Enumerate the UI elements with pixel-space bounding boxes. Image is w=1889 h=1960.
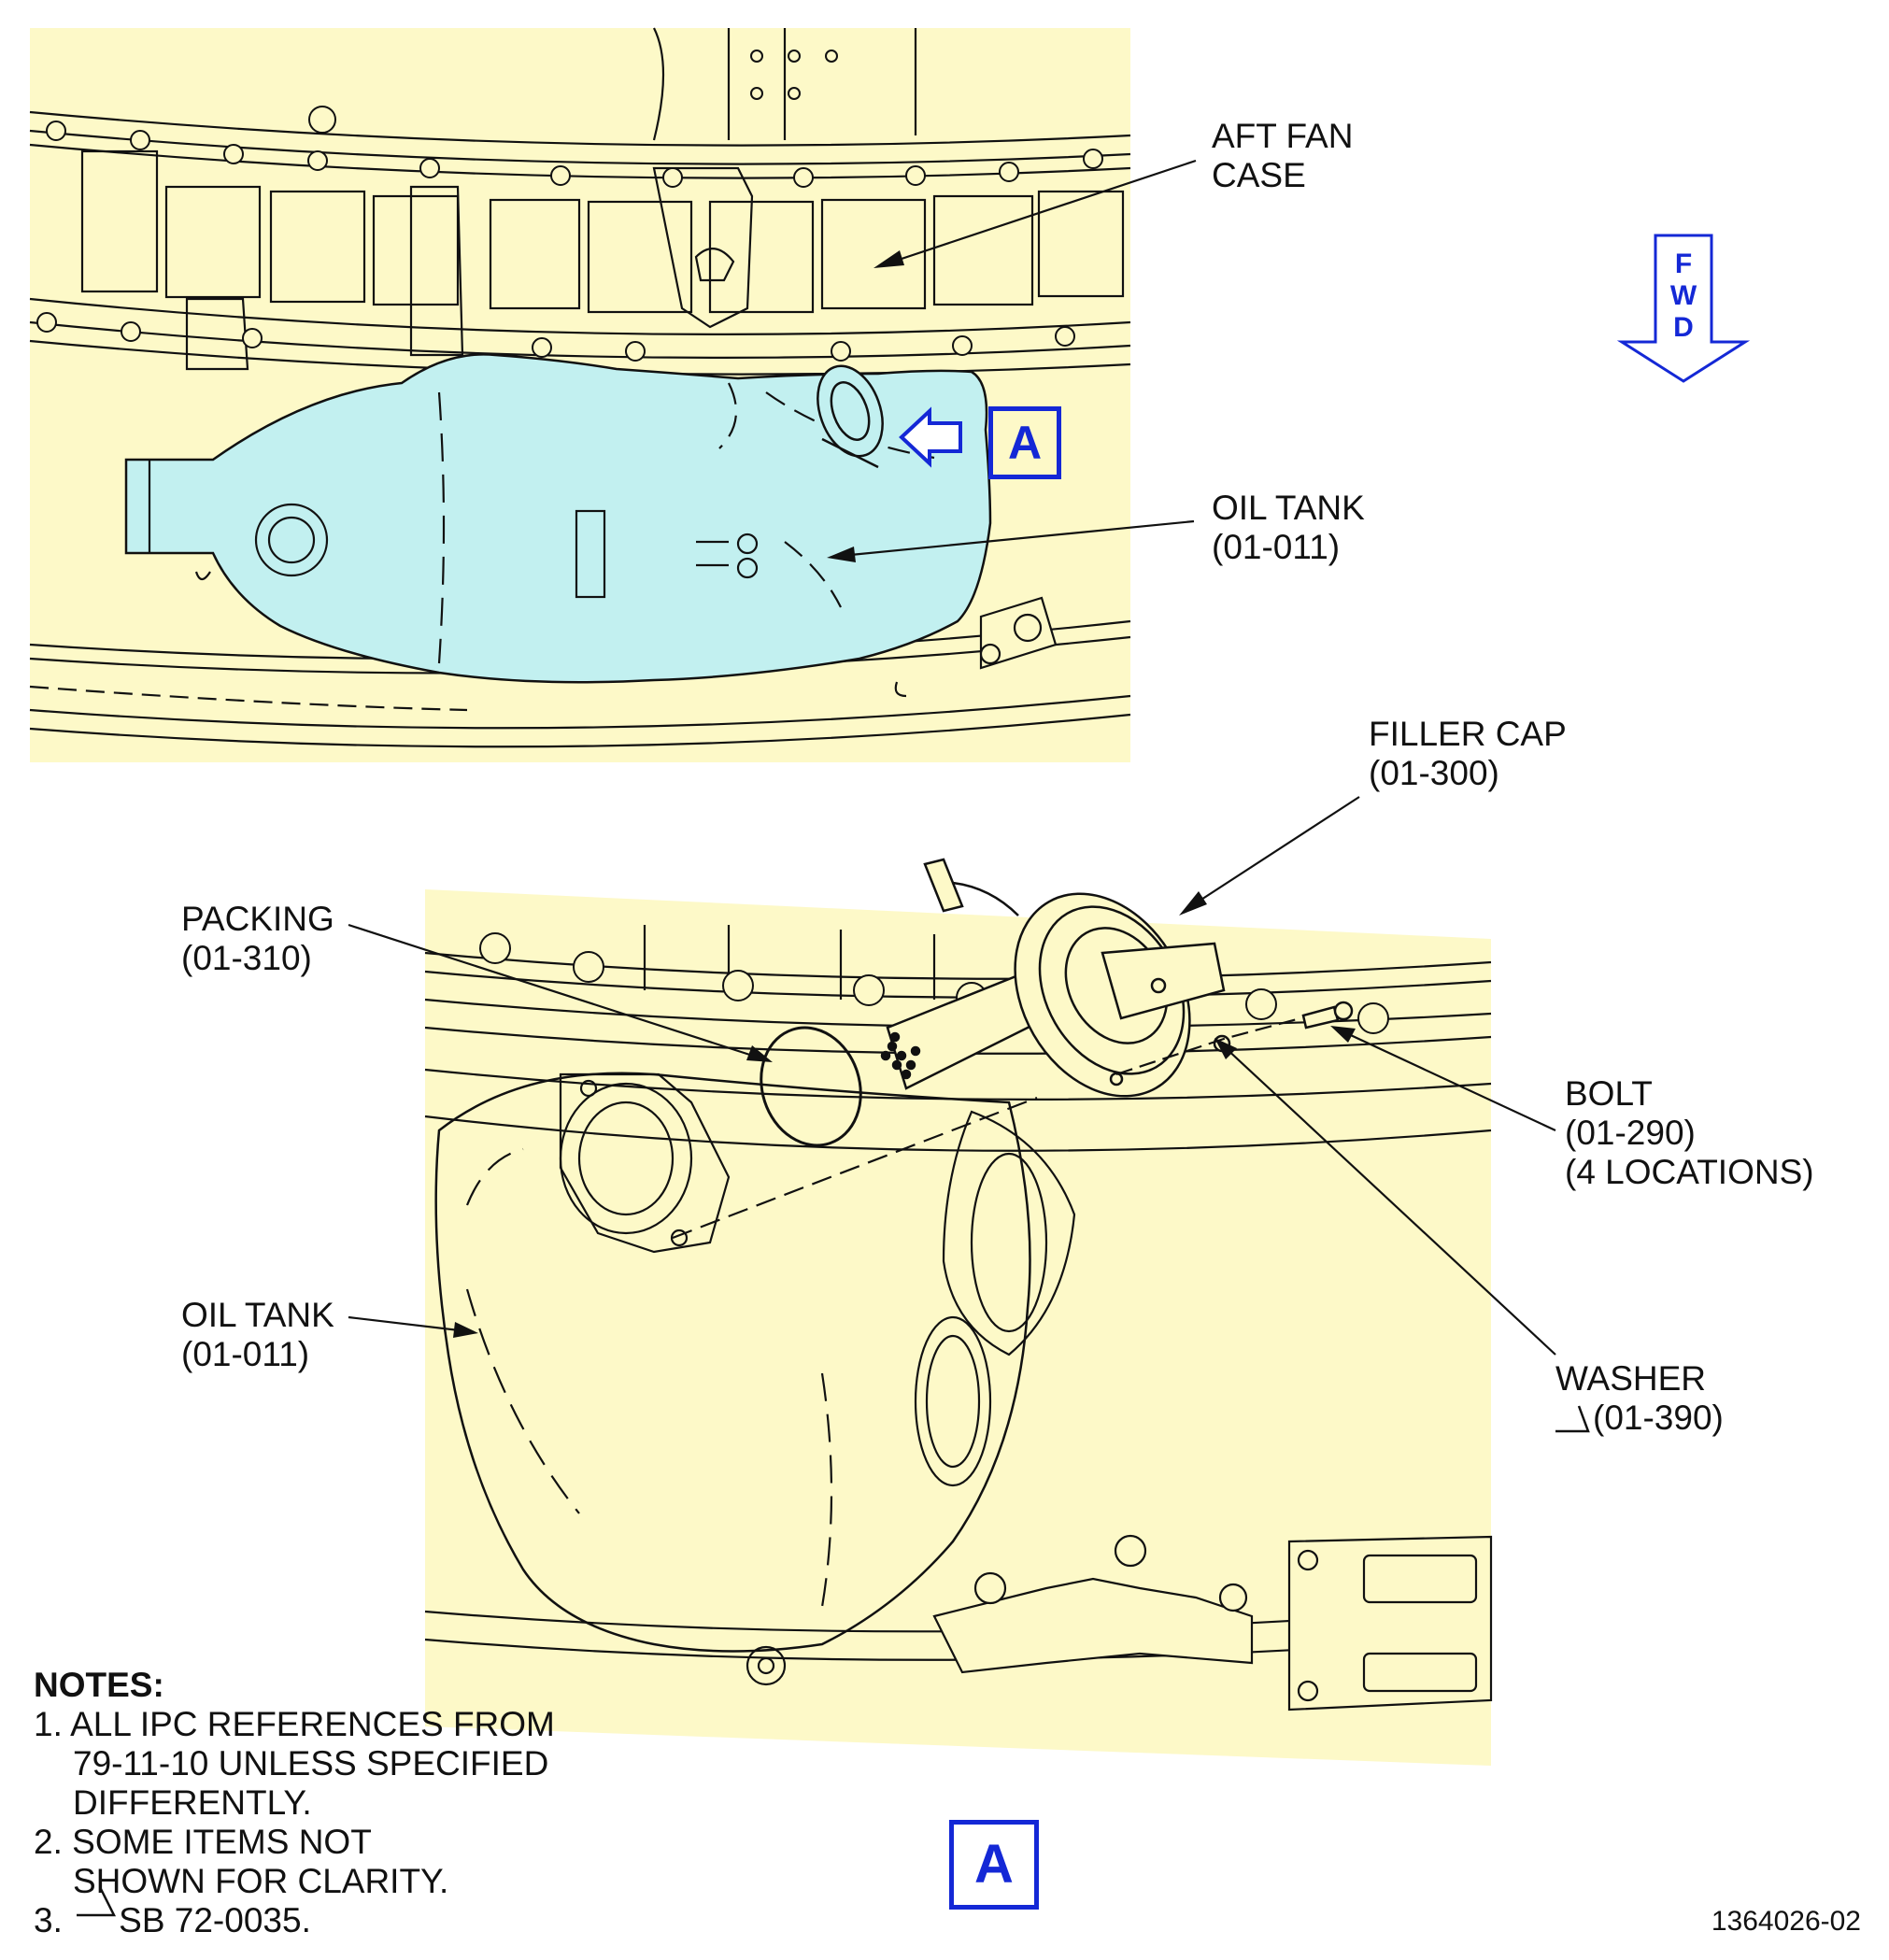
effectivity-delta-markers <box>77 1405 1590 1917</box>
leader-washer <box>1223 1045 1556 1356</box>
filler-cap-screen <box>880 1031 921 1080</box>
label-washer: WASHER(01-390) <box>1555 1359 1724 1437</box>
centerline-filler <box>672 1096 1038 1240</box>
note-3: 3. SB 72-0035. <box>34 1901 311 1939</box>
packing-o-ring <box>760 1026 862 1147</box>
oil-tank-top-highlight <box>124 353 992 684</box>
notes-heading: NOTES: <box>34 1666 164 1704</box>
leader-lines <box>348 159 1556 1356</box>
label-packing: PACKING(01-310) <box>181 900 334 977</box>
top-view <box>29 27 1131 762</box>
label-bolt: BOLT(01-290)(4 LOCATIONS) <box>1565 1074 1814 1191</box>
leader-bolt <box>1340 1030 1556 1131</box>
washer-delta-icon <box>1555 1405 1590 1433</box>
fwd-arrow <box>1616 234 1751 383</box>
oil-tank-detail-features <box>465 1072 1076 1686</box>
aft-fan-case-structure <box>29 27 1131 376</box>
top-mount-bracket <box>894 596 1058 698</box>
detail-view-a <box>424 858 1493 1766</box>
note-1: 1. ALL IPC REFERENCES FROM 79-11-10 UNLE… <box>34 1705 555 1822</box>
figure-number: 1364026-02 <box>1711 1906 1861 1937</box>
view-a-marker-detail: A <box>949 1820 1039 1910</box>
label-oil-tank-top: OIL TANK(01-011) <box>1212 489 1365 566</box>
note-2: 2. SOME ITEMS NOT SHOWN FOR CLARITY. <box>34 1823 449 1900</box>
top-filler-neck <box>817 364 884 469</box>
leader-packing <box>348 923 762 1060</box>
view-a-marker-top: A <box>988 406 1061 479</box>
view-a-direction-arrow <box>899 406 962 468</box>
filler-cap-assembly <box>880 858 1226 1098</box>
label-oil-tank-bottom: OIL TANK(01-011) <box>181 1296 334 1373</box>
detail-mount-linkage <box>932 1534 1493 1711</box>
detail-view-background <box>425 889 1491 1766</box>
centerline-bolt <box>1115 1016 1301 1076</box>
fan-case-fasteners <box>36 50 1103 362</box>
leader-oil-tank-bottom <box>348 1315 468 1333</box>
note-delta-icon <box>77 1888 117 1917</box>
leader-oil-tank-top <box>840 519 1195 558</box>
leader-arrowheads <box>453 250 1356 1338</box>
label-filler-cap: FILLER CAP(01-300) <box>1369 715 1567 792</box>
notes-block: NOTES: 1. ALL IPC REFERENCES FROM 79-11-… <box>34 1666 555 1940</box>
oil-tank-detail-body <box>434 1072 1031 1653</box>
leader-filler-cap <box>1190 796 1360 907</box>
leader-aft-fan-case <box>887 159 1197 265</box>
